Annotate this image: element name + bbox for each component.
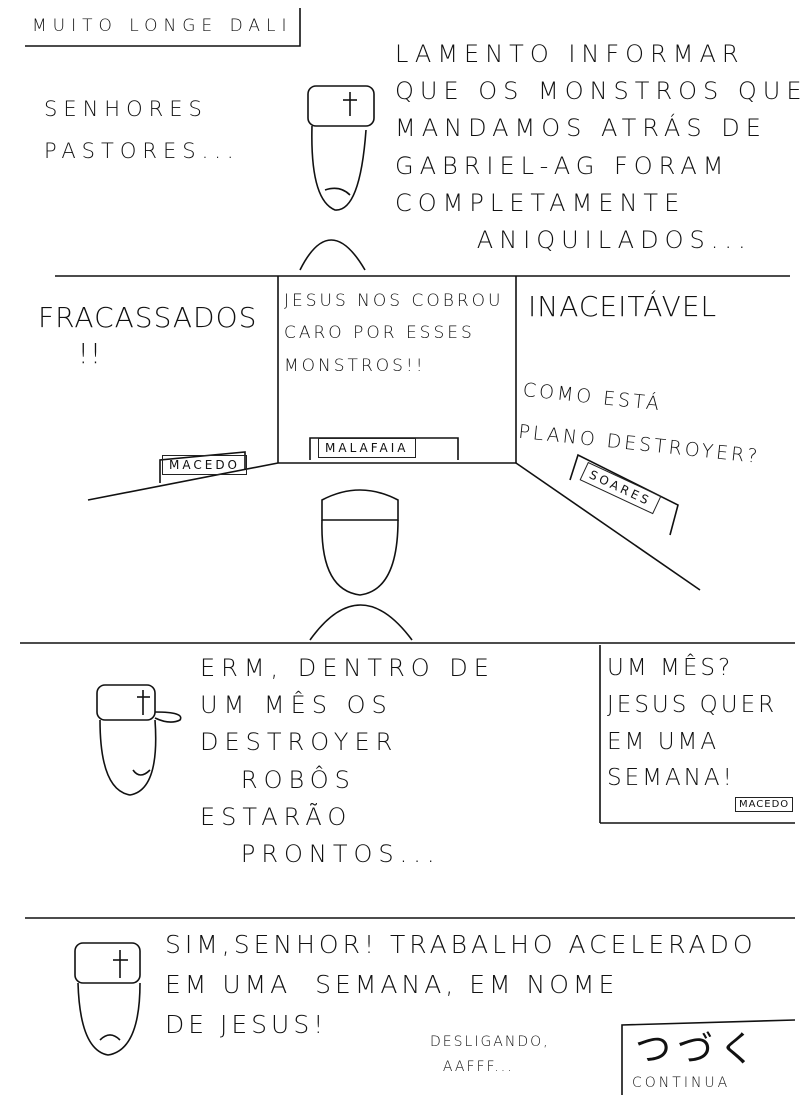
- nameplate-malafaia: MALAFAIA: [318, 438, 416, 458]
- speech-desligando: DESLIGANDO, AAFFF...: [430, 1034, 550, 1076]
- pastor-figure-4: [74, 942, 141, 1056]
- speech-um-mes: UM MÊS? JESUS QUER EM UMA SEMANA!: [607, 655, 778, 792]
- continued-border: [621, 1019, 796, 1095]
- speech-lamento: LAMENTO INFORMAR QUE OS MONSTROS QUE MAN…: [395, 40, 800, 254]
- speech-sim-senhor: SIM,SENHOR! TRABALHO ACELERADO EM UMA SE…: [165, 930, 757, 1039]
- continued-symbol: つづく: [635, 1029, 762, 1070]
- inset-border: [599, 645, 795, 824]
- speech-inaceitavel-title: INACEITÁVEL: [528, 290, 718, 323]
- nameplate-macedo: MACEDO: [162, 455, 247, 475]
- pastor-figure-2: [309, 489, 413, 641]
- continued-label: CONTINUA: [632, 1075, 731, 1091]
- speech-erm: ERM, DENTRO DE UM MÊS OS DESTROYER ROBÔS…: [200, 654, 495, 868]
- speech-fracassados: FRACASSADOS !!: [38, 301, 258, 371]
- nameplate-macedo-inset: MACEDO: [735, 797, 794, 812]
- pastor-figure-1: [299, 85, 375, 271]
- caption-border: [25, 8, 301, 47]
- speech-senhores: SENHORES PASTORES...: [44, 97, 240, 163]
- caption-text: MUITO LONGE DALI: [32, 16, 293, 36]
- speech-jesus-cobrou: JESUS NOS COBROU CARO POR ESSES MONSTROS…: [284, 291, 504, 376]
- pastor-figure-3: [96, 684, 182, 796]
